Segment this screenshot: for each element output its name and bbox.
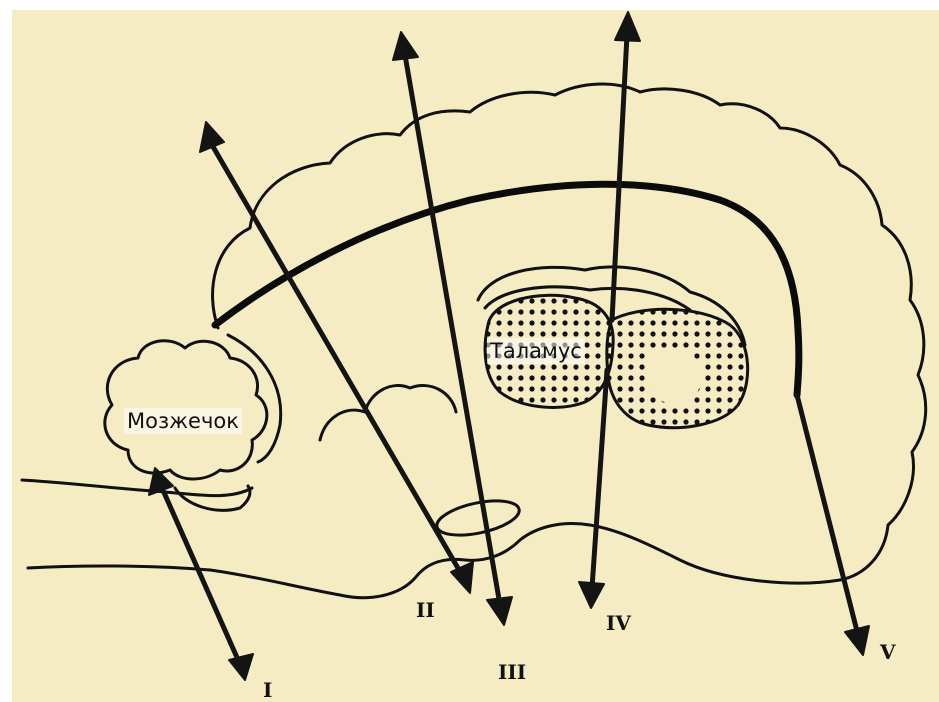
cerebellum-label: Мозжечок <box>124 408 242 434</box>
arrow-II <box>200 122 473 593</box>
arrow-label-V: V <box>880 640 896 664</box>
midbrain-outline <box>320 385 456 440</box>
arrow-label-IV: IV <box>606 611 631 635</box>
arrow-V <box>797 395 869 655</box>
occipital-fold <box>228 335 281 462</box>
arrow-IV-up <box>612 12 640 320</box>
cerebellum-lobe <box>175 486 250 510</box>
arrow-IV-down <box>579 370 607 608</box>
thalamus-label: Таламус <box>487 338 585 364</box>
arrow-label-III: III <box>498 660 526 684</box>
optic-chiasm <box>434 495 522 542</box>
arrow-label-I: I <box>263 678 272 702</box>
brainstem-lower-outline <box>28 523 840 597</box>
arrow-label-II: II <box>416 598 435 622</box>
brainstem-upper-outline <box>22 480 252 496</box>
